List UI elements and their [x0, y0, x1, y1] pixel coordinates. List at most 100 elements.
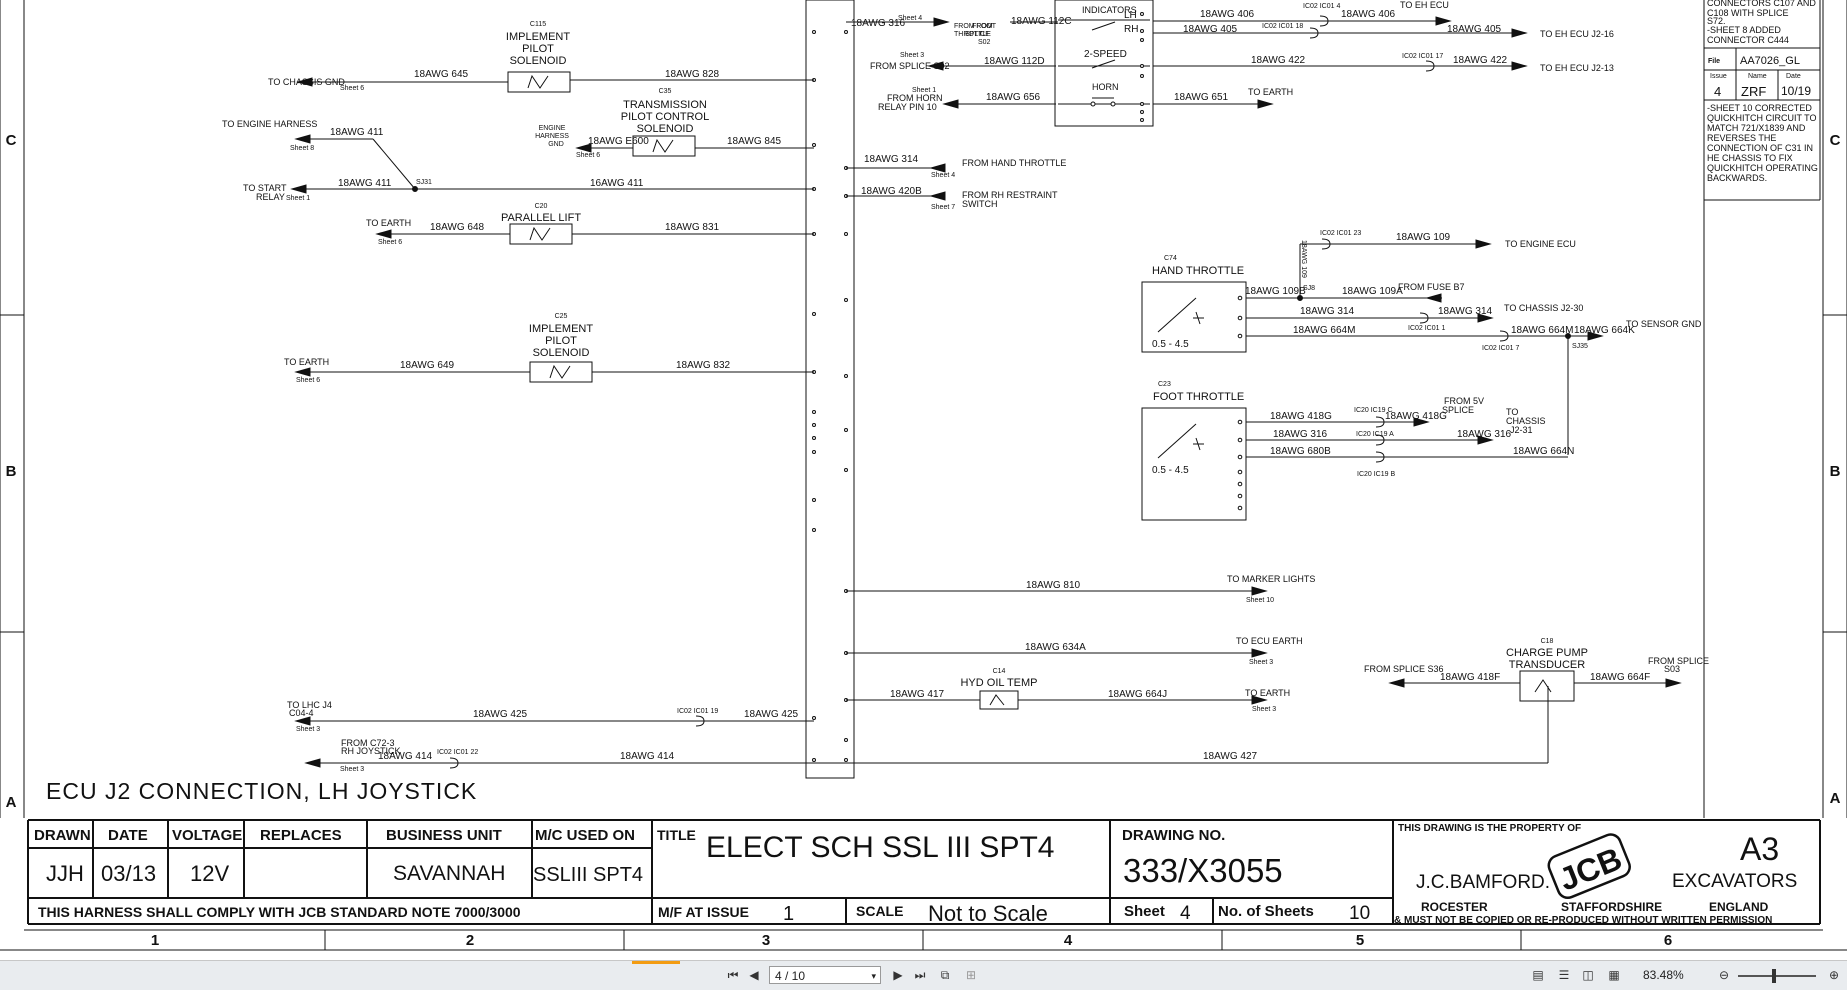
wire-422-a: 18AWG 422: [1251, 55, 1306, 66]
rh-restraint-sheet: Sheet 7: [931, 204, 955, 211]
c25-ref: C25: [555, 313, 568, 320]
wire-810: 18AWG 810: [1026, 580, 1081, 591]
title-label: TITLE: [657, 827, 696, 843]
rh-joystick-circuit: FROM C72-3 RH JOYSTICK 18AWG 414 IC02 IC…: [304, 686, 1549, 773]
c74-name: HAND THROTTLE: [1152, 265, 1244, 277]
sheet-label: Sheet: [1124, 903, 1165, 920]
two-speed-label: 2-SPEED: [1084, 49, 1127, 60]
wire-634a: 18AWG 634A: [1025, 642, 1086, 653]
c23-ref: C23: [1158, 381, 1171, 388]
voltage-value: 12V: [190, 861, 229, 886]
rev-note-1: -SHEET 10 CORRECTED: [1707, 103, 1812, 113]
prev-page-icon[interactable]: ◀: [749, 968, 759, 982]
lhc-dest-2: C04-4: [289, 708, 314, 718]
ft-in-dest-2: THROTTLE: [954, 31, 991, 38]
c25-label-1: IMPLEMENT: [529, 323, 593, 335]
ft-in-from-2: SPLICE: [965, 31, 990, 38]
to-chassis-2: CHASSIS: [1506, 416, 1546, 426]
to-chassis-1: TO: [1506, 407, 1518, 417]
wire-425-a: 18AWG 425: [473, 709, 528, 720]
fit-icon[interactable]: ▦: [1608, 968, 1620, 982]
c14-dest: TO EARTH: [1245, 688, 1290, 698]
s02-sheet: Sheet 3: [900, 52, 924, 59]
wire-664m-b: 18AWG 664M: [1511, 325, 1573, 336]
scale-value: Not to Scale: [928, 901, 1048, 926]
c25-circuit: C25 IMPLEMENT PILOT SOLENOID 18AWG 649 1…: [284, 313, 814, 384]
wire-405-a: 18AWG 405: [1183, 24, 1238, 35]
c115-dest: TO CHASSIS GND: [268, 77, 345, 87]
first-page-icon[interactable]: ⏮: [727, 968, 739, 982]
c115-sheet: Sheet 6: [340, 85, 364, 92]
row-marker-b: B: [6, 463, 17, 480]
wire-425-b: 18AWG 425: [744, 709, 799, 720]
horn-relay-sheet: Sheet 1: [912, 87, 936, 94]
c23-foot-throttle: C23 FOOT THROTTLE 0.5 - 4.5 18AWG 418G I…: [1141, 381, 1574, 521]
continuous-icon[interactable]: ☰: [1558, 968, 1570, 982]
mf-value: 1: [783, 903, 794, 925]
wire-314-ht: 18AWG 314: [1300, 306, 1355, 317]
wire-414-a: 18AWG 414: [378, 751, 433, 762]
c25-sheet: Sheet 6: [296, 377, 320, 384]
sheet-size: A3: [1740, 831, 1779, 867]
wire-664m: 18AWG 664M: [1293, 325, 1355, 336]
wire-405-b: 18AWG 405: [1447, 24, 1502, 35]
wire-411-b: 18AWG 411: [338, 178, 392, 189]
ecu-earth-output: 18AWG 634A TO ECU EARTH Sheet 3: [846, 636, 1303, 666]
rev-note-2: QUICKHITCH CIRCUIT TO: [1707, 113, 1817, 123]
date-label: DATE: [108, 827, 148, 844]
conn-ic19-c: IC20 IC19 C: [1354, 407, 1393, 414]
next-page-icon[interactable]: ▶: [893, 968, 903, 982]
eng-harness-sheet: Sheet 8: [290, 145, 314, 152]
c35-dest-1: ENGINE: [539, 125, 566, 132]
schematic-sheet: C B A C B A 1 2 3 4 5 6 C115 IMPLEME: [0, 0, 1847, 951]
last-page-icon[interactable]: ⏭: [914, 968, 926, 982]
zoom-in-icon[interactable]: ⊕: [1828, 968, 1840, 982]
eng-harness-dest: TO ENGINE HARNESS: [222, 119, 317, 129]
facing-icon[interactable]: ◫: [1582, 968, 1594, 982]
wire-417: 18AWG 417: [890, 689, 945, 700]
thumbnail-icon[interactable]: ⊞: [965, 968, 977, 982]
title-block: DRAWN JJH DATE 03/13 VOLTAGE 12V REPLACE…: [27, 819, 1821, 926]
zoom-slider[interactable]: [1738, 975, 1816, 977]
division: EXCAVATORS: [1672, 871, 1797, 892]
page-dropdown-icon[interactable]: ▾: [871, 971, 876, 981]
wire-109: 18AWG 109: [1396, 232, 1451, 243]
wire-316-ft-b: 18AWG 316: [1457, 429, 1512, 440]
c115-ref: C115: [530, 21, 546, 28]
town: ROCESTER: [1421, 900, 1488, 914]
wire-420b: 18AWG 420B: [861, 186, 922, 197]
lhc-j4-circuit: TO LHC J4 C04-4 18AWG 425 IC02 IC01 19 1…: [287, 700, 814, 733]
c72-dest-2: RH JOYSTICK: [341, 746, 401, 756]
revision-panel: CONNECTORS C107 AND C108 WITH SPLICE S72…: [1703, 0, 1821, 818]
wire-418g-b: 18AWG 418G: [1385, 411, 1447, 422]
indicators-label: INDICATORS: [1082, 5, 1137, 15]
c20-ref: C20: [535, 203, 548, 210]
wire-411-a: 18AWG 411: [330, 127, 384, 138]
rev-note-6: HE CHASSIS TO FIX: [1707, 153, 1793, 163]
lhc-sheet: Sheet 3: [296, 726, 320, 733]
rev-note-7: QUICKHITCH OPERATING: [1707, 163, 1818, 173]
marker-lights-output: 18AWG 810 TO MARKER LIGHTS Sheet 10: [846, 574, 1315, 604]
replaces-label: REPLACES: [260, 827, 342, 844]
conn-ic01-1: IC02 IC01 1: [1408, 325, 1445, 332]
start-relay-dest-2: RELAY: [256, 192, 285, 202]
c74-hand-throttle: C74 HAND THROTTLE 0.5 - 4.5 18AWG 109B 1…: [1141, 230, 1702, 455]
c35-sheet: Sheet 6: [576, 152, 600, 159]
zoom-slider-thumb[interactable]: [1772, 969, 1776, 983]
wire-e600: 18AWG E600: [588, 136, 649, 147]
rev-note-8: BACKWARDS.: [1707, 173, 1767, 183]
zoom-out-icon[interactable]: ⊖: [1718, 968, 1730, 982]
col-marker-4: 4: [1064, 932, 1073, 949]
sheets-value: 10: [1349, 903, 1370, 924]
conn-ic01-19: IC02 IC01 19: [677, 708, 718, 715]
zoom-level[interactable]: 83.48%: [1643, 968, 1684, 982]
export-icon[interactable]: ⧉: [940, 968, 950, 982]
wire-651: 18AWG 651: [1174, 92, 1229, 103]
ecu-earth-dest: TO ECU EARTH: [1236, 636, 1303, 646]
wire-828: 18AWG 828: [665, 69, 720, 80]
c20-circuit: C20 PARALLEL LIFT 18AWG 648 18AWG 831 TO…: [366, 203, 814, 246]
conn-ic19-b: IC20 IC19 B: [1357, 471, 1395, 478]
single-page-icon[interactable]: ▤: [1532, 968, 1544, 982]
drawing-no-value: 333/X3055: [1123, 852, 1283, 889]
page-number-field[interactable]: 4 / 10▾: [769, 966, 881, 984]
